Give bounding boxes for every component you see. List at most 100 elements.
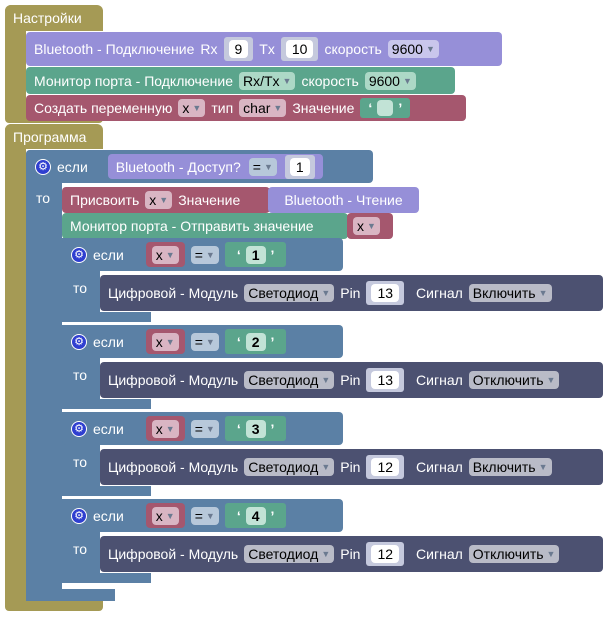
module-dropdown[interactable]: Светодиод▼ (244, 284, 335, 302)
rx-input[interactable]: 9 (228, 40, 249, 58)
digital-module-block[interactable]: Цифровой - Модуль Светодиод▼ Pin 12 Сигн… (100, 536, 603, 572)
bluetooth-read-block[interactable]: Bluetooth - Чтение (268, 187, 419, 213)
assign-block[interactable]: Присвоить x▼ Значение (62, 187, 270, 213)
label: Монитор порта - Отправить значение (70, 218, 314, 234)
gear-icon[interactable]: ⚙ (71, 333, 87, 350)
pin-input[interactable]: 13 (371, 371, 400, 389)
gear-icon[interactable]: ⚙ (71, 420, 87, 437)
var-dropdown[interactable]: x▼ (151, 245, 179, 264)
setup-hat[interactable]: Настройки (5, 5, 103, 31)
variable-get-block[interactable]: x▼ (347, 213, 393, 239)
var-value: x (149, 192, 157, 208)
var-dropdown[interactable]: x▼ (353, 217, 380, 235)
var-dropdown[interactable]: x▼ (151, 419, 179, 438)
serial-send-block[interactable]: Монитор порта - Отправить значение (62, 213, 348, 239)
var-dropdown[interactable]: x▼ (178, 99, 206, 117)
signal-label: Сигнал (416, 459, 463, 475)
gear-icon[interactable]: ⚙ (35, 158, 51, 175)
pin-input[interactable]: 12 (371, 458, 400, 476)
create-variable-block[interactable]: Создать переменную x▼ тип char▼ Значение… (26, 95, 466, 121)
op-value: = (252, 158, 261, 175)
module-value: Светодиод (248, 372, 319, 388)
port-dropdown[interactable]: Rx/Tx▼ (238, 71, 296, 90)
operator-dropdown[interactable]: =▼ (190, 245, 219, 264)
pin-label: Pin (340, 372, 361, 388)
if-bottom (62, 312, 151, 322)
pin-input[interactable]: 12 (371, 545, 400, 563)
tx-input[interactable]: 10 (285, 40, 314, 58)
signal-dropdown[interactable]: Отключить▼ (468, 545, 560, 563)
if-header[interactable]: ⚙ если x▼ =▼ ‘1’ (62, 238, 343, 271)
var-dropdown[interactable]: x▼ (151, 506, 179, 525)
text-literal[interactable]: ‘3’ (224, 416, 287, 441)
label: Bluetooth - Чтение (284, 192, 403, 208)
operator-dropdown[interactable]: =▼ (190, 506, 219, 525)
gear-icon[interactable]: ⚙ (71, 246, 87, 263)
program-title: Программа (13, 128, 87, 145)
nested-if-block[interactable]: ⚙ если x▼ =▼ ‘2’ то Цифровой - Модуль Св… (0, 325, 610, 415)
var-dropdown[interactable]: x▼ (151, 332, 179, 351)
pin-label: Pin (340, 546, 361, 562)
operator-dropdown[interactable]: =▼ (190, 332, 219, 351)
digital-module-block[interactable]: Цифровой - Модуль Светодиод▼ Pin 12 Сигн… (100, 449, 603, 485)
signal-dropdown[interactable]: Включить▼ (468, 284, 552, 302)
variable-get-block[interactable]: x▼ (145, 416, 185, 441)
if-header[interactable]: ⚙ если x▼ =▼ ‘2’ (62, 325, 343, 358)
var-value: x (155, 333, 163, 350)
outer-if-header[interactable]: ⚙ если Bluetooth - Доступ? =▼ 1 (26, 150, 373, 183)
text-literal[interactable]: ‘1’ (224, 242, 287, 267)
if-label: если (57, 158, 88, 175)
signal-label: Сигнал (416, 285, 463, 301)
outer-if-frame[interactable] (26, 150, 62, 601)
if-header[interactable]: ⚙ если x▼ =▼ ‘3’ (62, 412, 343, 445)
label: Цифровой - Модуль (108, 459, 239, 475)
variable-get-block[interactable]: x▼ (145, 503, 185, 528)
if-header[interactable]: ⚙ если x▼ =▼ ‘4’ (62, 499, 343, 532)
if-label: если (93, 420, 124, 437)
program-block-frame[interactable] (5, 124, 26, 611)
nested-if-block[interactable]: ⚙ если x▼ =▼ ‘4’ то Цифровой - Модуль Св… (0, 499, 610, 589)
pin-label: Pin (340, 459, 361, 475)
chevron-down-icon: ▼ (205, 510, 215, 521)
bluetooth-connect-block[interactable]: Bluetooth - Подключение Rx 9 Tx 10 скоро… (26, 32, 502, 66)
module-dropdown[interactable]: Светодиод▼ (244, 545, 335, 563)
operator-dropdown[interactable]: =▼ (248, 157, 277, 176)
operator-dropdown[interactable]: =▼ (190, 419, 219, 438)
speed-dropdown[interactable]: 9600▼ (364, 71, 416, 90)
text-input[interactable]: 3 (245, 419, 266, 438)
serial-connect-block[interactable]: Монитор порта - Подключение Rx/Tx▼ скоро… (26, 67, 455, 94)
compare-input[interactable]: 1 (289, 157, 310, 176)
type-dropdown[interactable]: char▼ (239, 99, 287, 117)
digital-module-block[interactable]: Цифровой - Модуль Светодиод▼ Pin 13 Сигн… (100, 362, 603, 398)
pin-input[interactable]: 13 (371, 284, 400, 302)
speed-dropdown[interactable]: 9600▼ (387, 40, 439, 58)
text-literal[interactable]: ‘2’ (224, 329, 287, 354)
tx-label: Tx (259, 41, 275, 57)
text-literal[interactable]: ‘4’ (224, 503, 287, 528)
text-input[interactable]: 2 (245, 332, 266, 351)
setup-block-frame[interactable] (5, 5, 26, 123)
program-hat[interactable]: Программа (5, 124, 103, 149)
var-dropdown[interactable]: x▼ (145, 191, 173, 209)
module-dropdown[interactable]: Светодиод▼ (244, 371, 335, 389)
variable-get-block[interactable]: x▼ (145, 242, 185, 267)
variable-get-block[interactable]: x▼ (145, 329, 185, 354)
signal-dropdown[interactable]: Отключить▼ (468, 371, 560, 389)
nested-if-block[interactable]: ⚙ если x▼ =▼ ‘3’ то Цифровой - Модуль Св… (0, 412, 610, 502)
text-input[interactable]: 4 (245, 506, 266, 525)
var-value: x (155, 507, 163, 524)
text-input[interactable] (377, 100, 394, 116)
if-label: если (93, 333, 124, 350)
module-value: Светодиод (248, 459, 319, 475)
chevron-down-icon: ▼ (165, 249, 175, 260)
digital-module-block[interactable]: Цифровой - Модуль Светодиод▼ Pin 13 Сигн… (100, 275, 603, 311)
text-input[interactable]: 1 (245, 245, 266, 264)
gear-icon[interactable]: ⚙ (71, 507, 87, 524)
bluetooth-available-block[interactable]: Bluetooth - Доступ? =▼ 1 (107, 154, 323, 179)
module-dropdown[interactable]: Светодиод▼ (244, 458, 335, 476)
nested-if-block[interactable]: ⚙ если x▼ =▼ ‘1’ то Цифровой - Модуль Св… (0, 238, 610, 328)
op-value: = (194, 420, 203, 437)
text-literal[interactable]: ‘’ (360, 98, 411, 118)
chevron-down-icon: ▼ (321, 288, 331, 298)
signal-dropdown[interactable]: Включить▼ (468, 458, 552, 476)
